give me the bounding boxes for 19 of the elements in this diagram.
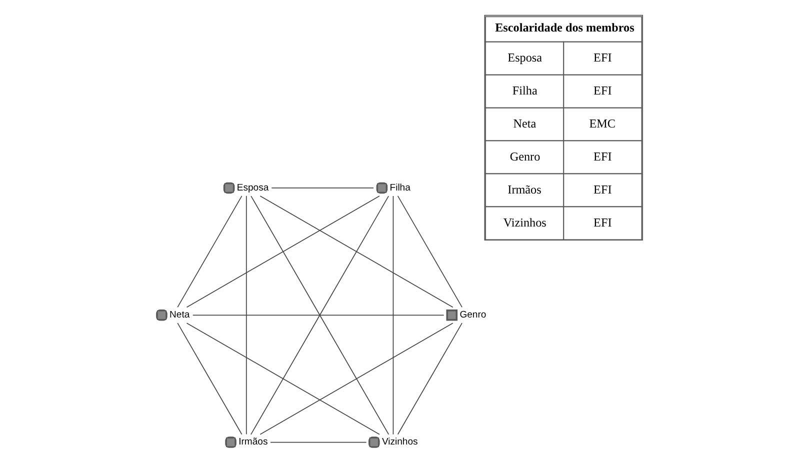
label: EMC [589, 116, 616, 130]
label: Neta [513, 116, 536, 130]
label: EFI [594, 149, 612, 164]
label: EFI [594, 50, 612, 65]
label: Escolaridade dos membros [495, 20, 634, 35]
label: Esposa [508, 50, 542, 65]
node-label: Genro [460, 310, 486, 321]
label: Irmãos [508, 182, 542, 196]
node-label: Neta [170, 310, 190, 321]
label: Vizinhos [503, 215, 546, 230]
node-label: Irmãos [238, 436, 268, 448]
label: Genro [510, 149, 540, 164]
node-label: Esposa [236, 182, 269, 194]
label: EFI [594, 182, 612, 196]
label: Filha [512, 83, 538, 98]
node-label: Filha [390, 182, 410, 194]
label: EFI [594, 83, 612, 98]
node-label: Vizinhos [382, 436, 418, 448]
label: EFI [594, 215, 612, 230]
